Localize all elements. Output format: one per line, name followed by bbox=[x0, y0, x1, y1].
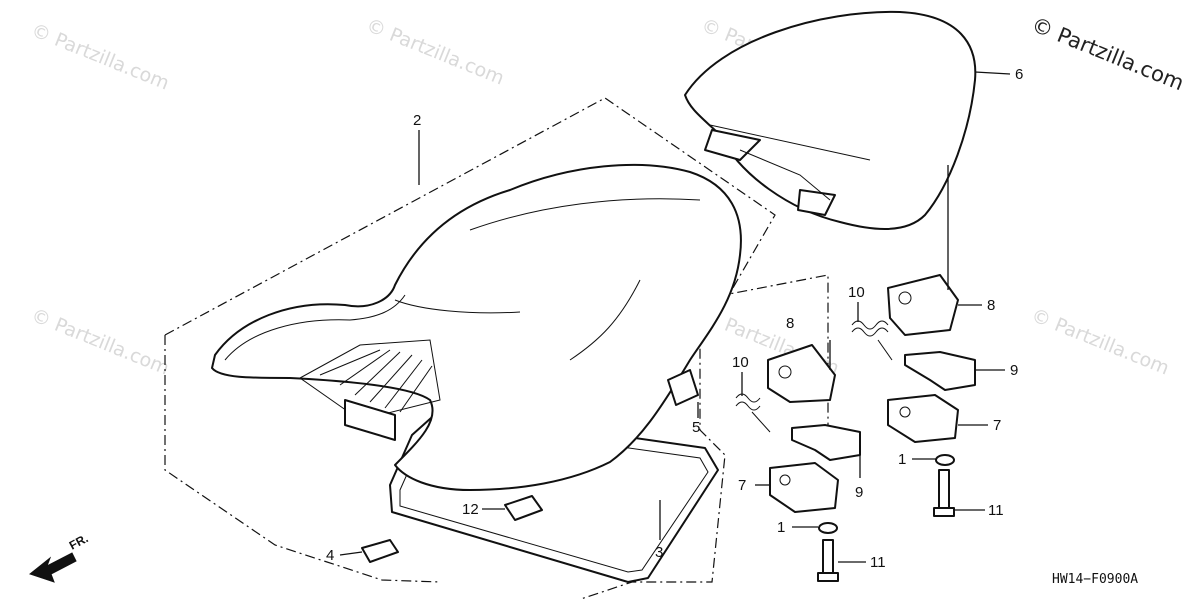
watermark: © Partzilla.com bbox=[363, 14, 507, 89]
callout-6: 6 bbox=[1015, 66, 1023, 83]
callout-1b: 1 bbox=[777, 519, 785, 536]
diagram-code: HW14−F0900A bbox=[1052, 572, 1138, 587]
callout-8a: 8 bbox=[987, 297, 995, 314]
cushion-part-12 bbox=[504, 495, 543, 521]
rear-seat-part bbox=[684, 10, 977, 230]
direction-label: FR. bbox=[67, 531, 91, 552]
cushion-part-4 bbox=[361, 539, 399, 563]
front-direction-indicator: FR. bbox=[28, 531, 91, 583]
callout-10a: 10 bbox=[848, 284, 865, 301]
callout-9a: 9 bbox=[1010, 362, 1018, 379]
seat-frame-ribs bbox=[299, 339, 441, 441]
cushion-part-5 bbox=[667, 369, 699, 406]
watermark: © Partzilla.com bbox=[28, 304, 172, 379]
callout-9b: 9 bbox=[855, 484, 863, 501]
washer-part-1a bbox=[935, 454, 955, 466]
hinge-cover-part-8a bbox=[887, 274, 959, 336]
latch-part-9a bbox=[904, 351, 976, 391]
leader-lines bbox=[339, 71, 1011, 563]
spring-part-10b bbox=[735, 393, 771, 433]
main-seat-part bbox=[211, 163, 742, 491]
callout-5: 5 bbox=[692, 419, 700, 436]
bolt-part-11b bbox=[817, 539, 839, 582]
callout-4: 4 bbox=[326, 547, 334, 564]
callout-1a: 1 bbox=[898, 451, 906, 468]
callout-7b: 7 bbox=[738, 477, 746, 494]
copyright-text: © Partzilla.com bbox=[1028, 12, 1187, 95]
callout-12: 12 bbox=[462, 501, 479, 518]
arrow-icon bbox=[28, 552, 77, 583]
latch-part-9b bbox=[791, 424, 861, 461]
watermark: © Partzilla.com bbox=[1028, 304, 1172, 379]
spring-part-10a bbox=[851, 320, 893, 361]
callout-3: 3 bbox=[655, 544, 663, 561]
washer-part-1b bbox=[818, 522, 838, 534]
hinge-cover-part-8b bbox=[767, 344, 836, 403]
callout-labels: 2 3 4 5 6 8 8 10 10 9 9 7 7 1 1 11 11 12 bbox=[326, 66, 1023, 571]
callout-11b: 11 bbox=[870, 554, 886, 571]
watermark: © Partzilla.com bbox=[28, 19, 172, 94]
bracket-part-7a bbox=[887, 394, 959, 443]
bracket-part-7b bbox=[769, 462, 839, 513]
callout-11a: 11 bbox=[988, 502, 1004, 519]
callout-7a: 7 bbox=[993, 417, 1001, 434]
callout-10b: 10 bbox=[732, 354, 749, 371]
callout-8b: 8 bbox=[786, 315, 794, 332]
callout-2: 2 bbox=[413, 112, 421, 129]
bolt-part-11a bbox=[933, 469, 955, 517]
